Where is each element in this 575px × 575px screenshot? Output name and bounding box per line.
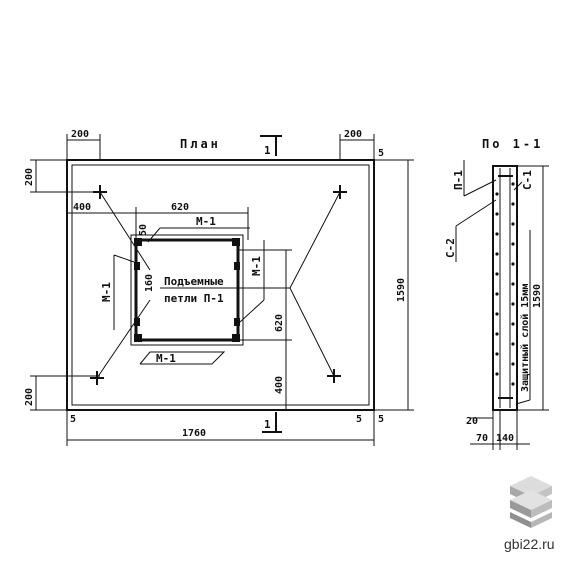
- svg-text:П-1: П-1: [452, 170, 465, 190]
- svg-text:Подъемные: Подъемные: [164, 275, 224, 288]
- plate-left: [134, 262, 140, 270]
- dim-620-horizontal: 620 400: [67, 202, 249, 240]
- dim-left-bottom-200: 200: [24, 375, 100, 411]
- svg-text:1590: 1590: [396, 278, 407, 302]
- svg-text:петли П-1: петли П-1: [164, 292, 224, 305]
- svg-text:1760: 1760: [182, 428, 206, 439]
- section-view: По 1-1: [444, 137, 549, 450]
- svg-text:М-1: М-1: [156, 352, 176, 365]
- svg-text:Защитный слой 15мм: Защитный слой 15мм: [519, 284, 531, 392]
- svg-text:200: 200: [24, 388, 35, 406]
- watermark-site: gbi22.ru: [504, 536, 555, 552]
- svg-text:С-1: С-1: [521, 170, 534, 190]
- svg-text:200: 200: [344, 129, 362, 140]
- section-marker-bottom: 1: [262, 412, 282, 433]
- svg-text:140: 140: [496, 433, 514, 444]
- dim-left-top-200: 200: [24, 159, 100, 193]
- lifting-loops-label: Подъемные петли П-1: [164, 275, 224, 305]
- svg-text:5: 5: [378, 148, 384, 159]
- embedded-frame: [130, 234, 244, 346]
- dim-50: 50: [138, 224, 149, 236]
- svg-text:1: 1: [264, 144, 271, 157]
- svg-text:200: 200: [71, 129, 89, 140]
- mark-m1-bottom: М-1: [139, 351, 226, 365]
- svg-text:20: 20: [466, 416, 478, 427]
- svg-text:1590: 1590: [532, 284, 543, 308]
- dim-top-left-200: 200: [66, 129, 101, 160]
- plan-view: План 1 1 200 200 200: [24, 129, 414, 446]
- dim-right-1590: 1590 5 5: [374, 148, 414, 425]
- svg-text:620: 620: [274, 314, 285, 332]
- slab-inner-outline: [71, 164, 370, 406]
- dim-bottom-1760: 1760 5 5: [66, 410, 375, 446]
- plate-br: [232, 334, 240, 342]
- stacked-slabs-icon: [510, 476, 552, 528]
- plate-left-2: [134, 318, 140, 326]
- plan-title: План: [180, 137, 221, 151]
- svg-text:400: 400: [73, 202, 91, 213]
- cover-layer-label: Защитный слой 15мм: [515, 230, 531, 405]
- rebar-dots: [495, 182, 515, 386]
- dim-section-1590: 1590: [517, 165, 549, 411]
- svg-text:400: 400: [274, 376, 285, 394]
- svg-text:М-1: М-1: [196, 215, 216, 228]
- svg-text:200: 200: [24, 168, 35, 186]
- plate-bl: [134, 334, 142, 342]
- mark-s1: С-1: [513, 170, 534, 191]
- svg-text:70: 70: [476, 433, 488, 444]
- svg-text:С-2: С-2: [444, 238, 457, 258]
- dim-160: 160: [144, 274, 155, 292]
- mark-m1-left: М-1: [100, 254, 135, 330]
- mark-s2: С-2: [444, 199, 497, 262]
- svg-text:620: 620: [171, 202, 189, 213]
- dim-620-vertical: 620 400: [238, 249, 292, 410]
- section-marker-top: 1: [260, 135, 282, 157]
- svg-text:5: 5: [70, 414, 76, 425]
- plate-right-2: [234, 318, 240, 326]
- dim-top-right-200: 200: [339, 129, 375, 160]
- plate-tr: [232, 238, 240, 246]
- plate-tl: [134, 238, 142, 246]
- svg-text:5: 5: [378, 414, 384, 425]
- svg-text:М-1: М-1: [250, 256, 263, 276]
- section-outline: [492, 165, 518, 411]
- dim-section-bottom: 20 70 140: [466, 410, 530, 450]
- svg-text:5: 5: [356, 414, 362, 425]
- mark-m1-right: М-1: [239, 240, 265, 323]
- plate-right: [234, 262, 240, 270]
- slab-outline: [66, 159, 375, 411]
- mark-m1-top: М-1: [147, 215, 250, 243]
- svg-text:М-1: М-1: [100, 282, 113, 302]
- mark-p1: П-1: [452, 160, 497, 197]
- loop-leader-lines: [96, 191, 341, 379]
- section-title: По 1-1: [482, 137, 543, 151]
- svg-text:1: 1: [264, 418, 271, 431]
